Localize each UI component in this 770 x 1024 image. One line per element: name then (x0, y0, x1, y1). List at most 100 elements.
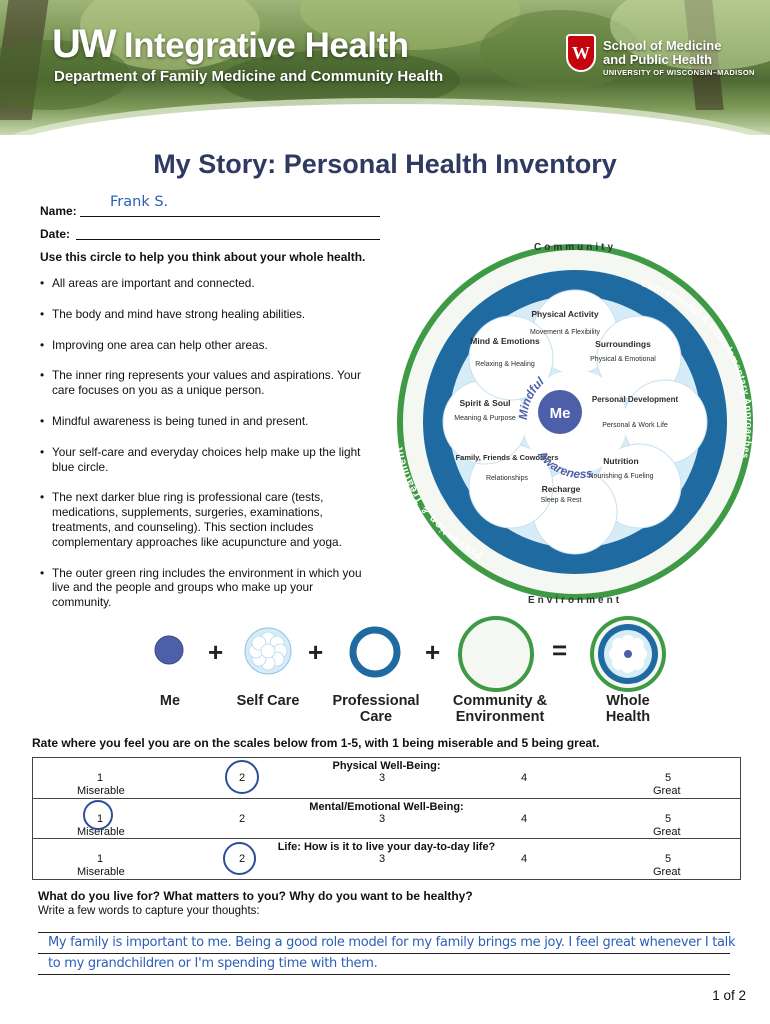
scale-option-2[interactable]: 2 (239, 812, 246, 825)
bullet-item: All areas are important and connected. (40, 276, 365, 291)
header-banner (0, 0, 770, 135)
community-caption: Community & Environment (440, 693, 560, 725)
school-line-1: School of Medicine (603, 38, 722, 53)
scale-cell: Physical Well-Being: 1 2 3 4 5 Miserable… (32, 757, 741, 799)
scale-option-5[interactable]: 5 (665, 772, 672, 784)
name-field[interactable] (80, 216, 380, 217)
school-name: School of Medicine and Public Health (603, 39, 721, 67)
page-title: My Story: Personal Health Inventory (153, 149, 617, 179)
department-name: Department of Family Medicine and Commun… (54, 68, 444, 85)
uw-crest-icon: W (566, 34, 596, 72)
bullet-item: Your self-care and everyday choices help… (40, 445, 365, 475)
scale-option-4[interactable]: 4 (521, 812, 528, 825)
caption-line: Whole (606, 693, 650, 709)
university-name: UNIVERSITY OF WISCONSIN–MADISON (603, 68, 755, 77)
scale-option-4[interactable]: 4 (521, 853, 528, 865)
date-label: Date: (40, 227, 71, 241)
caption-line: Professional (332, 693, 420, 709)
bullet-item: The body and mind have strong healing ab… (40, 307, 365, 322)
scale-option-1[interactable]: 1 (97, 772, 104, 784)
selection-circle (83, 799, 113, 830)
rating-instruction: Rate where you feel you are on the scale… (32, 736, 600, 750)
scale-high-label: Great (653, 825, 681, 838)
rating-table: Physical Well-Being: 1 2 3 4 5 Miserable… (32, 757, 741, 880)
scale-option-3[interactable]: 3 (379, 772, 386, 784)
table-row: Mental/Emotional Well-Being: 1 2 3 4 5 M… (32, 797, 741, 839)
scale-option-4[interactable]: 4 (521, 772, 528, 784)
plus-sign: + (208, 637, 224, 667)
scale-high-label: Great (653, 785, 681, 797)
me-caption: Me (159, 693, 181, 709)
scale-option-5[interactable]: 5 (665, 812, 672, 825)
scale-cell: Life: How is it to live your day-to-day … (32, 838, 741, 880)
selection-circle (225, 760, 259, 794)
scale-cell: Mental/Emotional Well-Being: 1 2 3 4 5 M… (32, 797, 741, 839)
petal-title: Spirit & Soul (460, 398, 511, 408)
petal-title: Nutrition (603, 456, 638, 466)
petal-title: Surroundings (595, 339, 651, 349)
professional-care-icon (349, 626, 401, 678)
petal-sub: Nourishing & Fueling (589, 473, 654, 480)
name-value: Frank S. (110, 194, 169, 210)
bullet-item: Improving one area can help other areas. (40, 338, 365, 353)
caption-line: Environment (455, 709, 545, 725)
scale-low-label: Miserable (77, 866, 125, 878)
self-care-icon (244, 627, 292, 675)
scale-low-label: Miserable (77, 825, 125, 838)
me-icon (154, 635, 184, 665)
answer-line (38, 932, 730, 933)
table-row: Physical Well-Being: 1 2 3 4 5 Miserable… (32, 757, 741, 799)
school-line-2: and Public Health (603, 52, 713, 67)
petal-sub: Movement & Flexibility (530, 329, 601, 336)
petal-title: Recharge (542, 484, 581, 494)
caption-line: Health (605, 709, 651, 725)
scale-high-label: Great (653, 866, 681, 878)
petal-sub: Physical & Emotional (590, 356, 656, 363)
scale-option-5[interactable]: 5 (665, 853, 672, 865)
environment-label: Environment (528, 595, 622, 606)
answer-line (38, 953, 730, 954)
answer-line[interactable] (38, 974, 730, 975)
caption-line: Care (359, 709, 393, 725)
petal-sub: Relationships (486, 475, 529, 482)
scale-option-3[interactable]: 3 (379, 853, 386, 865)
petal-sub: Sleep & Rest (541, 497, 582, 504)
name-label: Name: (40, 204, 77, 218)
selection-circle (223, 842, 256, 875)
info-bullets: All areas are important and connected. T… (40, 276, 365, 626)
open-question-instruction: Write a few words to capture your though… (38, 905, 260, 917)
me-center (538, 390, 582, 434)
petal-sub: Relaxing & Healing (475, 361, 535, 368)
brand-name: Integrative Health (114, 26, 409, 65)
open-question: What do you live for? What matters to yo… (38, 889, 473, 903)
bullet-item: The outer green ring includes the enviro… (40, 566, 365, 610)
page-number: 1 of 2 (712, 988, 746, 1003)
brand-logo: UW Integrative Health (52, 22, 409, 67)
me-label: Me (550, 405, 571, 422)
scale-title: Life: How is it to live your day-to-day … (277, 841, 496, 853)
intro-text: Use this circle to help you think about … (40, 250, 366, 264)
plus-sign: + (308, 637, 324, 667)
scale-low-label: Miserable (77, 785, 125, 797)
date-field[interactable] (76, 239, 380, 240)
scale-title: Physical Well-Being: (332, 760, 441, 772)
petal-mind (468, 315, 554, 401)
answer-text-line-2: to my grandchildren or I'm spending time… (48, 956, 378, 971)
petal-title: Physical Activity (531, 309, 599, 319)
table-row: Life: How is it to live your day-to-day … (32, 838, 741, 880)
petal-sub: Personal & Work Life (602, 422, 668, 429)
scale-title: Mental/Emotional Well-Being: (309, 800, 464, 813)
plus-sign: + (425, 637, 441, 667)
brand-uw: UW (52, 22, 117, 66)
answer-text-line-1: My family is important to me. Being a go… (48, 935, 736, 950)
caption-line: Community & (452, 693, 548, 709)
petal-sub: Meaning & Purpose (454, 415, 516, 422)
petal-title: Personal Development (592, 395, 679, 404)
scale-option-3[interactable]: 3 (379, 812, 386, 825)
whole-health-caption: Whole Health (588, 693, 668, 725)
self-care-caption: Self Care (236, 693, 300, 709)
community-label: Community (534, 242, 616, 253)
scale-option-1[interactable]: 1 (97, 853, 104, 865)
bullet-item: Mindful awareness is being tuned in and … (40, 414, 365, 429)
bullet-item: The next darker blue ring is professiona… (40, 490, 365, 549)
